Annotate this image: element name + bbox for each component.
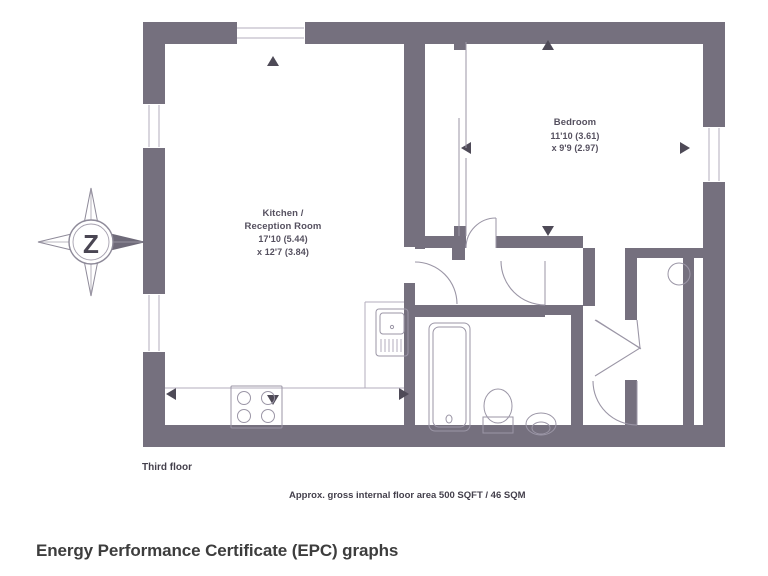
arrow-kitchen-down — [267, 395, 279, 405]
inner-outlines-group — [165, 42, 467, 389]
wall-kitchen-right-lower — [404, 283, 415, 425]
wall-right-lower — [703, 182, 725, 447]
wall-bath-top-jog — [545, 305, 571, 315]
wall-bottom-left — [143, 425, 583, 447]
arrow-bedroom-down — [542, 226, 554, 236]
wall-bath-top — [415, 305, 545, 317]
arrow-bedroom-up — [542, 40, 554, 50]
wall-hall-right-lower — [625, 380, 637, 447]
wall-hall-upper — [583, 248, 595, 306]
wall-top-left — [143, 22, 237, 44]
arrow-kitchen-up — [267, 56, 279, 66]
door-bath-arc — [500, 260, 546, 306]
area-caption: Approx. gross internal floor area 500 SQ… — [289, 490, 526, 501]
floor-caption: Third floor — [142, 462, 192, 473]
arrow-kitchen-right — [399, 388, 409, 400]
room-label-kitchen-reception: Kitchen / Reception Room 17'10 (5.44) x … — [193, 208, 373, 258]
room-name-reception: Reception Room — [244, 220, 322, 232]
compass-rose-icon: Z — [37, 187, 145, 297]
wall-left-mid — [143, 148, 165, 294]
wall-top-mid — [305, 22, 415, 44]
wall-bedroom-bottom-left — [415, 236, 466, 248]
wall-bath-right — [571, 305, 583, 427]
wall-hall-top — [625, 248, 703, 258]
door-bifold-v — [594, 319, 642, 377]
room-dim1-bedroom: 11'10 (3.61) — [550, 130, 600, 141]
door-kitchen-arc — [414, 261, 458, 305]
room-name-bedroom: Bedroom — [553, 117, 597, 128]
wall-bedroom-top — [415, 22, 725, 44]
wall-bedroom-left — [415, 34, 425, 249]
sink-icon — [375, 308, 409, 357]
room-label-bedroom: Bedroom 11'10 (3.61) x 9'9 (2.97) — [485, 117, 665, 155]
cylinder-icon — [667, 262, 691, 286]
door-bedroom-arc — [465, 217, 497, 249]
epc-heading: Energy Performance Certificate (EPC) gra… — [36, 541, 399, 560]
wall-left-lower — [143, 352, 165, 447]
wall-bedroom-bottom-right — [496, 236, 583, 248]
wall-closet-nib-top — [454, 38, 466, 50]
basin-icon — [525, 412, 557, 436]
arrow-bedroom-right — [680, 142, 690, 154]
room-dim2-bedroom: x 9'9 (2.97) — [551, 143, 599, 153]
windows-group — [148, 27, 720, 351]
walls-group — [143, 22, 725, 447]
hob-icon — [230, 385, 283, 429]
toilet-icon — [482, 388, 514, 434]
wall-bottom-right — [625, 425, 725, 447]
fixtures-group — [230, 262, 691, 436]
wall-bedroom-nib — [452, 248, 465, 260]
room-dim2-kitchen: x 12'7 (3.84) — [257, 246, 309, 257]
doors-group — [414, 217, 642, 426]
wall-bottom-mid — [583, 425, 625, 447]
wall-left-upper — [143, 22, 165, 104]
room-dim1-kitchen: 17'10 (5.44) — [258, 234, 308, 244]
wall-cupboard-divider — [683, 248, 694, 447]
wall-right-upper — [703, 22, 725, 127]
arrow-kitchen-left — [166, 388, 176, 400]
room-name-kitchen: Kitchen / — [262, 208, 304, 219]
wall-kitchen-right-upper — [404, 22, 415, 247]
door-bifold-leaf — [595, 319, 642, 350]
wall-hall-right-upper — [625, 248, 637, 320]
bathtub-icon — [428, 322, 471, 432]
compass-dial-inner — [72, 223, 110, 261]
door-entry-arc — [592, 380, 638, 426]
door-bifold-top — [636, 319, 641, 349]
compass-letter: Z — [83, 229, 99, 259]
dimension-arrows-group — [166, 40, 690, 405]
